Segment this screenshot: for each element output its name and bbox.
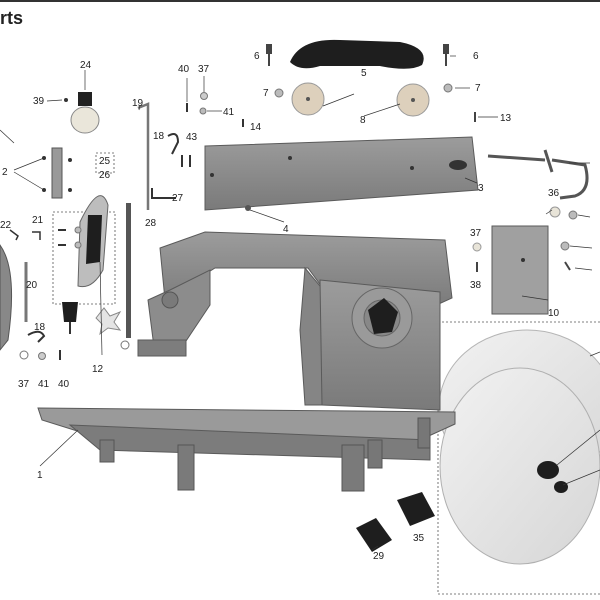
callout-label: 18 — [153, 131, 165, 142]
lamp-bulb — [70, 106, 100, 134]
callout-label: 43 — [186, 132, 198, 143]
callout-label: 14 — [250, 122, 262, 133]
callout-label: 40 — [58, 379, 70, 390]
bracket-2 — [51, 147, 63, 199]
callout-label: 36 — [548, 188, 560, 199]
plate-10 — [491, 225, 549, 315]
black-knob — [62, 302, 78, 322]
rod-19 — [137, 102, 150, 210]
callout-label: 26 — [99, 170, 111, 181]
disc-group-box — [437, 321, 600, 595]
callout-label: 41 — [223, 107, 235, 118]
crank — [487, 149, 589, 200]
callout-label: 18 — [34, 322, 46, 333]
callout-label: 24 — [80, 60, 92, 71]
disc-hub — [537, 461, 559, 479]
callout-label: 8 — [360, 115, 366, 126]
callout-label: 19 — [132, 98, 144, 109]
callout-labels: 24 39 40 37 41 14 19 6 5 6 7 8 7 13 18 4… — [0, 51, 560, 562]
callout-label: 7 — [475, 83, 481, 94]
callout-label: 35 — [413, 533, 425, 544]
callout-label: 22 — [0, 220, 12, 231]
block-35 — [397, 492, 435, 526]
callout-label: 37 — [470, 228, 482, 239]
callout-label: 21 — [32, 215, 44, 226]
screw-6-left — [266, 44, 272, 54]
disc-hub-2 — [554, 481, 568, 493]
callout-label: 2 — [2, 167, 8, 178]
callout-label: 41 — [38, 379, 50, 390]
lamp-socket — [78, 92, 92, 106]
callout-label: 1 — [37, 470, 43, 481]
callout-label: 28 — [145, 218, 157, 229]
callout-label: 27 — [172, 193, 184, 204]
bar-28 — [126, 203, 131, 338]
callout-label: 5 — [361, 68, 367, 79]
callout-label: 12 — [92, 364, 104, 375]
callout-label: 3 — [478, 183, 484, 194]
callout-label: 7 — [263, 88, 269, 99]
callout-label: 38 — [470, 280, 482, 291]
top-cover — [204, 136, 479, 211]
callout-label: 10 — [548, 308, 560, 319]
callout-label: 40 — [178, 64, 190, 75]
top-rule — [0, 0, 600, 2]
callout-label: 4 — [283, 224, 289, 235]
callout-label: 13 — [500, 113, 512, 124]
handle — [290, 39, 424, 69]
leader-lines — [0, 55, 593, 551]
disc-front — [439, 367, 600, 565]
callout-label: 25 — [99, 156, 111, 167]
callout-label: 6 — [254, 51, 260, 62]
screw-6-right — [443, 44, 449, 54]
hex-key — [151, 188, 176, 199]
star-12 — [95, 307, 122, 336]
callout-label: 37 — [198, 64, 210, 75]
machine-body — [37, 231, 456, 492]
cover-slot — [449, 160, 467, 170]
callout-label: 37 — [18, 379, 30, 390]
callout-label: 29 — [373, 551, 385, 562]
block-29 — [356, 518, 392, 552]
page-title: rts — [0, 8, 24, 28]
callout-label: 6 — [473, 51, 479, 62]
callout-label: 39 — [33, 96, 45, 107]
callout-label: 20 — [26, 280, 38, 291]
